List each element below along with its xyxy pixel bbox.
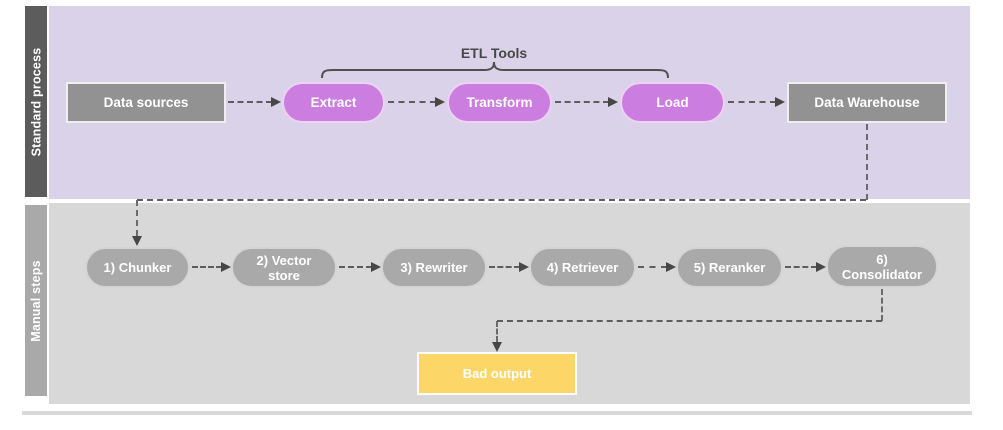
node-load: Load xyxy=(620,82,725,123)
edge-vector-store-rewriter-arrowhead xyxy=(371,262,381,272)
edge-data-sources-extract xyxy=(228,101,272,103)
edge-vector-store-rewriter xyxy=(339,266,372,268)
node-retriever-label: 4) Retriever xyxy=(546,260,619,275)
node-consolidator: 6) Consolidator xyxy=(826,245,938,288)
node-chunker: 1) Chunker xyxy=(85,247,190,288)
node-consolidator-label: 6) Consolidator xyxy=(841,251,923,282)
node-transform-label: Transform xyxy=(466,95,533,110)
lane-standard-process-label: Standard process xyxy=(29,47,44,156)
edge-warehouse-chunker-segment-across xyxy=(137,199,866,201)
node-data-warehouse: Data Warehouse xyxy=(787,82,947,123)
lane-manual-steps-label: Manual steps xyxy=(29,259,43,342)
node-extract-label: Extract xyxy=(310,95,357,110)
edge-rewriter-retriever xyxy=(489,266,520,268)
edge-retriever-reranker xyxy=(638,266,667,268)
edge-load-data-warehouse-arrowhead xyxy=(775,97,785,107)
edge-reranker-consolidator-arrowhead xyxy=(816,262,826,272)
node-vector-store: 2) Vector store xyxy=(231,247,337,288)
edge-retriever-reranker-arrowhead xyxy=(666,262,676,272)
edge-chunker-vector-store xyxy=(192,266,222,268)
edge-load-data-warehouse xyxy=(728,101,776,103)
edge-rewriter-retriever-arrowhead xyxy=(519,262,529,272)
edge-consolidator-bad-output-segment-into xyxy=(496,321,498,342)
edge-warehouse-chunker-arrowhead xyxy=(132,236,142,246)
edge-warehouse-chunker-segment-down xyxy=(866,124,868,200)
edge-consolidator-bad-output-arrowhead xyxy=(492,342,502,352)
lane-manual-steps-bar: Manual steps xyxy=(25,205,47,396)
node-chunker-label: 1) Chunker xyxy=(103,260,172,275)
node-transform: Transform xyxy=(447,82,552,123)
lane-standard-process-bar: Standard process xyxy=(25,6,47,197)
node-rewriter: 3) Rewriter xyxy=(381,247,487,288)
edge-extract-transform xyxy=(388,101,436,103)
node-rewriter-label: 3) Rewriter xyxy=(400,260,468,275)
node-extract: Extract xyxy=(282,82,385,123)
node-bad-output-label: Bad output xyxy=(462,366,532,381)
node-reranker: 5) Reranker xyxy=(676,247,783,288)
node-load-label: Load xyxy=(656,95,689,110)
etl-tools-bracket-label: ETL Tools xyxy=(460,45,528,61)
node-reranker-label: 5) Reranker xyxy=(693,260,766,275)
edge-reranker-consolidator xyxy=(785,266,817,268)
cropped-lane-strip xyxy=(22,411,972,415)
edge-extract-transform-arrowhead xyxy=(435,97,445,107)
edge-consolidator-bad-output-segment-down xyxy=(881,289,883,321)
node-bad-output: Bad output xyxy=(417,352,577,395)
edge-consolidator-bad-output-segment-across xyxy=(497,320,882,322)
edge-data-sources-extract-arrowhead xyxy=(271,97,281,107)
edge-transform-load-arrowhead xyxy=(608,97,618,107)
node-data-sources: Data sources xyxy=(66,82,226,123)
node-vector-store-label: 2) Vector store xyxy=(256,252,312,283)
edge-transform-load xyxy=(555,101,609,103)
node-retriever: 4) Retriever xyxy=(529,247,636,288)
node-data-sources-label: Data sources xyxy=(103,95,189,110)
edge-warehouse-chunker-segment-into xyxy=(136,200,138,236)
edge-chunker-vector-store-arrowhead xyxy=(221,262,231,272)
node-data-warehouse-label: Data Warehouse xyxy=(814,95,920,110)
